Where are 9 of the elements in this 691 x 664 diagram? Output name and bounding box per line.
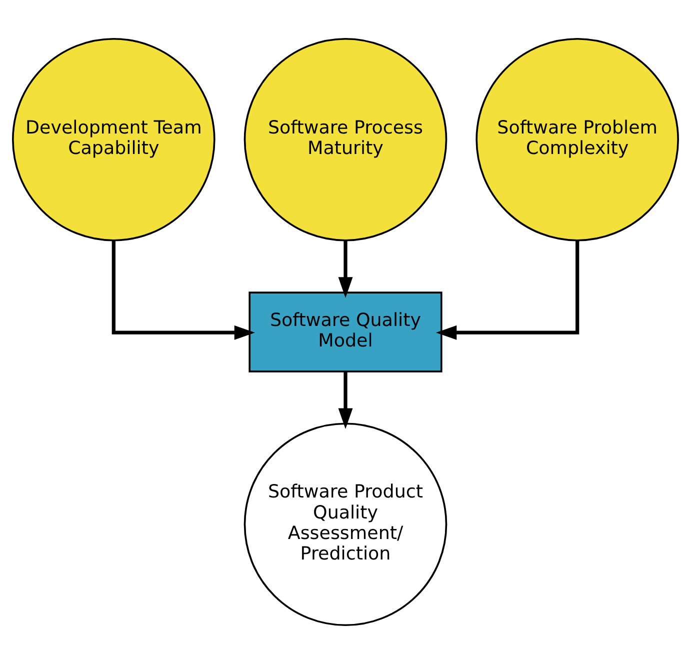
node-box: Software Quality Model (248, 292, 442, 372)
arrow (338, 372, 353, 429)
arrow (436, 240, 580, 340)
node-circle: Software Process Maturity (244, 38, 448, 242)
node-circle: Development Team Capability (12, 38, 216, 242)
arrow (112, 240, 256, 340)
node-circle: Software Product Quality Assessment/ Prediction (244, 422, 448, 626)
node-circle: Software Problem Complexity (476, 38, 679, 242)
arrow (338, 240, 353, 298)
